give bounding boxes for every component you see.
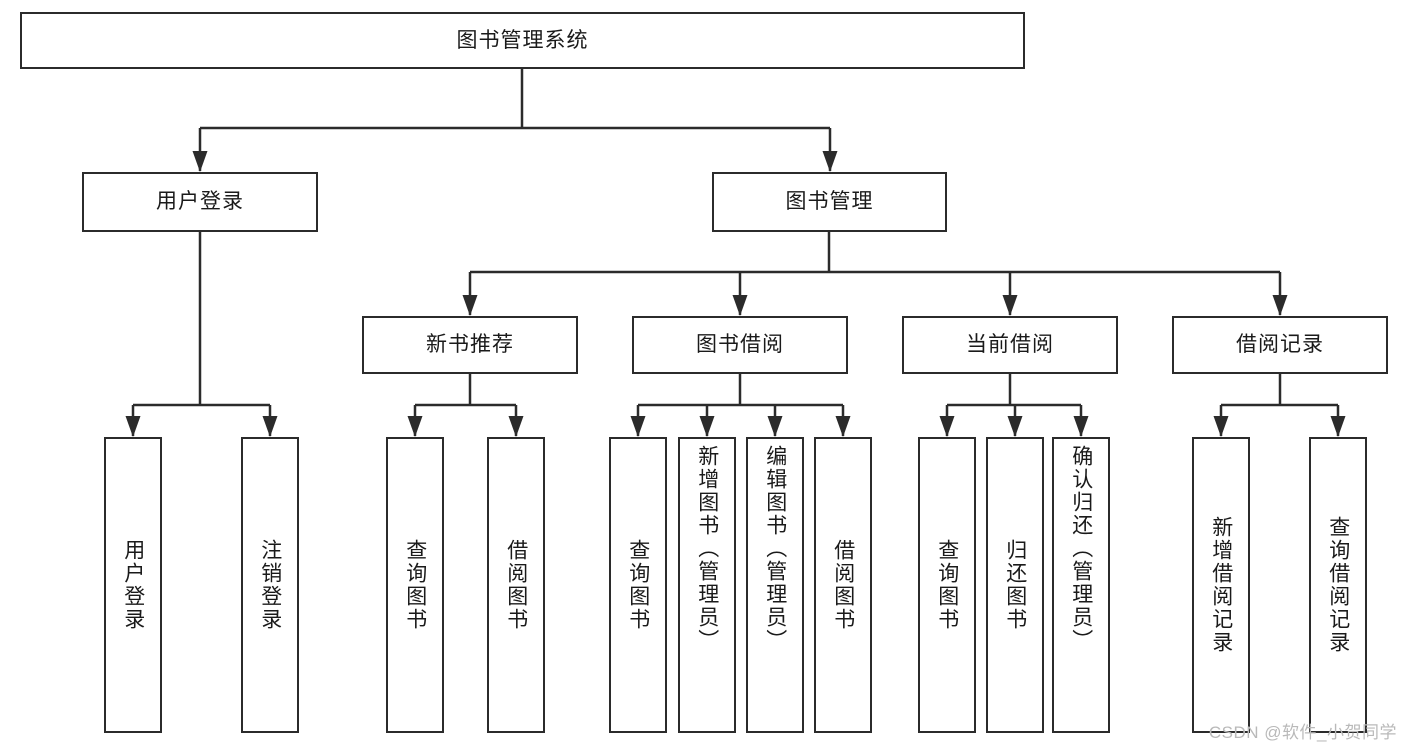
arrowhead-icon bbox=[630, 416, 646, 437]
node-login: 用户登录 bbox=[82, 172, 318, 232]
arrowhead-icon bbox=[835, 416, 851, 437]
node-label: 查询借阅记录 bbox=[1326, 516, 1350, 654]
node-records-2: 查询借阅记录 bbox=[1309, 437, 1367, 733]
node-label: 查询图书 bbox=[626, 539, 650, 631]
node-label: 编辑图书（管理员） bbox=[763, 445, 787, 652]
arrowhead-icon bbox=[1272, 295, 1288, 316]
arrowhead-icon bbox=[732, 295, 748, 316]
node-login-1: 用户登录 bbox=[104, 437, 162, 733]
arrowhead-icon bbox=[1007, 416, 1023, 437]
arrowhead-icon bbox=[508, 416, 524, 437]
node-newbook: 新书推荐 bbox=[362, 316, 578, 374]
arrowhead-icon bbox=[1002, 295, 1018, 316]
node-current-1: 查询图书 bbox=[918, 437, 976, 733]
node-borrow-1: 查询图书 bbox=[609, 437, 667, 733]
node-label: 新书推荐 bbox=[426, 333, 514, 357]
node-records: 借阅记录 bbox=[1172, 316, 1388, 374]
node-label: 查询图书 bbox=[403, 539, 427, 631]
node-root: 图书管理系统 bbox=[20, 12, 1025, 69]
arrowhead-icon bbox=[407, 416, 423, 437]
arrowhead-icon bbox=[125, 416, 141, 437]
node-current: 当前借阅 bbox=[902, 316, 1118, 374]
node-newbook-2: 借阅图书 bbox=[487, 437, 545, 733]
node-label: 图书管理系统 bbox=[456, 28, 589, 52]
arrowhead-icon bbox=[462, 295, 478, 316]
node-label: 借阅图书 bbox=[504, 539, 528, 631]
arrowhead-icon bbox=[1330, 416, 1346, 437]
node-label: 用户登录 bbox=[121, 539, 145, 631]
node-current-3: 确认归还（管理员） bbox=[1052, 437, 1110, 733]
node-current-2: 归还图书 bbox=[986, 437, 1044, 733]
arrowhead-icon bbox=[822, 151, 838, 172]
arrowhead-icon bbox=[192, 151, 208, 172]
arrowhead-icon bbox=[262, 416, 278, 437]
node-label: 用户登录 bbox=[156, 190, 244, 214]
arrowhead-icon bbox=[767, 416, 783, 437]
node-records-1: 新增借阅记录 bbox=[1192, 437, 1250, 733]
node-login-2: 注销登录 bbox=[241, 437, 299, 733]
node-borrow-2: 新增图书（管理员） bbox=[678, 437, 736, 733]
arrowhead-icon bbox=[1213, 416, 1229, 437]
node-label: 图书管理 bbox=[785, 190, 874, 214]
node-newbook-1: 查询图书 bbox=[386, 437, 444, 733]
node-label: 注销登录 bbox=[258, 539, 282, 631]
node-label: 查询图书 bbox=[935, 539, 959, 631]
node-label: 图书借阅 bbox=[696, 333, 784, 357]
node-label: 新增借阅记录 bbox=[1209, 516, 1233, 654]
node-label: 新增图书（管理员） bbox=[695, 445, 719, 652]
watermark-label: CSDN @软件_小贺同学 bbox=[1208, 723, 1397, 742]
node-label: 确认归还（管理员） bbox=[1069, 445, 1093, 652]
node-bookmgmt: 图书管理 bbox=[712, 172, 947, 232]
node-label: 当前借阅 bbox=[966, 333, 1054, 357]
arrowhead-icon bbox=[699, 416, 715, 437]
node-label: 归还图书 bbox=[1003, 539, 1027, 631]
node-label: 借阅图书 bbox=[831, 539, 855, 631]
arrowhead-icon bbox=[1073, 416, 1089, 437]
arrowhead-icon bbox=[939, 416, 955, 437]
node-borrow-4: 借阅图书 bbox=[814, 437, 872, 733]
node-label: 借阅记录 bbox=[1236, 333, 1324, 357]
node-borrow: 图书借阅 bbox=[632, 316, 848, 374]
node-borrow-3: 编辑图书（管理员） bbox=[746, 437, 804, 733]
